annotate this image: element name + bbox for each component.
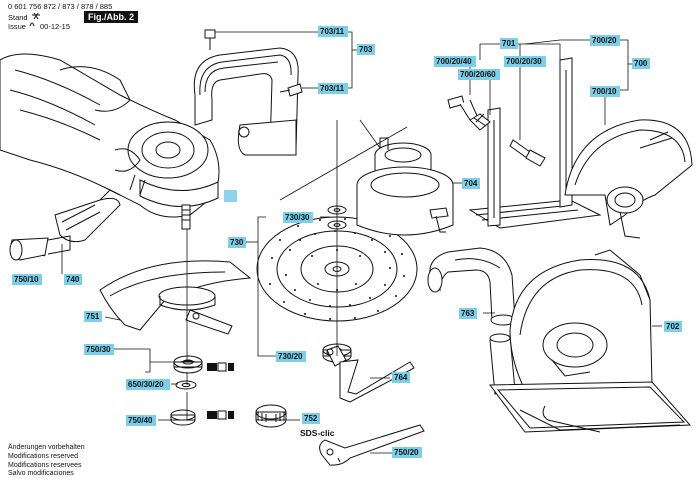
notes: Änderungen vorbehalten Modifications res… [8,444,85,479]
nut-icon-upper [207,362,234,372]
clamp-703 [193,29,303,156]
callout-763: 763 [459,308,477,319]
adapter-704 [356,137,454,236]
svg-text:703/11: 703/11 [320,84,345,93]
callout-650-30-20: 650/30/20 [126,379,170,390]
svg-text:650/30/20: 650/30/20 [128,380,164,389]
svg-text:703: 703 [359,45,373,54]
svg-text:730: 730 [230,238,244,247]
callout-750-40: 750/40 [126,415,156,426]
callout-702: 702 [664,321,682,332]
callout-700: 700 [632,58,650,69]
callout-750-30: 750/30 [84,344,114,355]
callout-701: 701 [500,38,518,49]
highlight-marker [224,190,237,202]
svg-text:730/30: 730/30 [285,213,310,222]
callout-730: 730 [228,237,246,248]
hose-763 [427,247,516,326]
callout-730-20: 730/20 [276,351,306,362]
blade-guard-700-10 [564,119,693,239]
callout-703: 703 [357,44,375,55]
svg-text:750/40: 750/40 [128,416,153,425]
svg-text:700/20/30: 700/20/30 [506,57,542,66]
callout-764: 764 [392,372,410,383]
issue-label: Issue [8,22,26,31]
svg-text:700/20: 700/20 [592,36,617,45]
wing-nut-700-20-40 [447,95,479,121]
callout-700-20-30: 700/20/30 [504,56,546,67]
spanner-750-20 [319,424,425,466]
guide-rail-701 [468,57,602,229]
note-de: Änderungen vorbehalten [8,444,85,451]
washer-650-30-20 [175,380,197,390]
callout-700-20a: 700/20 [590,35,620,46]
flange-750-40 [170,409,196,426]
callout-750-20: 750/20 [392,447,422,458]
callout-704: 704 [462,178,480,189]
svg-text:730/20: 730/20 [278,352,303,361]
stand-label: Stand [8,13,28,22]
screw-700-20-60 [469,113,491,131]
aux-handle-750-10 [9,235,71,261]
guard-751 [99,260,252,335]
svg-text:764: 764 [394,373,408,382]
callout-750-10: 750/10 [12,274,42,285]
callout-700-10: 700/10 [590,86,620,97]
callout-700-20-40: 700/20/40 [434,56,476,67]
callout-700-20-60: 700/20/60 [458,69,500,80]
nut-icon-lower [207,410,234,420]
issue-date: 00-12-15 [40,22,71,31]
note-fr: Modifications reservees [8,461,82,469]
angle-grinder-body [0,53,220,230]
svg-text:700/20/40: 700/20/40 [436,57,472,66]
base-plate-702 [489,381,692,433]
callout-703-11a: 703/11 [318,26,348,37]
svg-text:751: 751 [86,312,100,321]
svg-text:700/10: 700/10 [592,87,617,96]
note-en: Modifications reserved [8,452,79,460]
svg-text:750/30: 750/30 [86,345,111,354]
carriage-702 [489,249,653,395]
callout-703-11b: 703/11 [318,83,348,94]
note-es: Salvo modificaciones [8,470,74,478]
svg-text:763: 763 [461,309,475,318]
part-numbers: 0 601 756 872 / 873 / 878 / 885 [8,2,113,11]
sds-clic-nut-752 [255,404,287,428]
bolt-700-20-30 [509,139,546,167]
callout-740: 740 [64,274,82,285]
spanner-764 [326,345,415,403]
callout-730-30a: 730/30 [283,212,313,223]
sds-clic-label: SDS-clic [300,428,335,438]
svg-text:702: 702 [666,322,680,331]
flange-750-30 [173,355,203,374]
svg-text:750/10: 750/10 [14,275,39,284]
svg-text:752: 752 [304,414,318,423]
svg-text:703/11: 703/11 [320,27,345,36]
callout-751: 751 [84,311,102,322]
figure-tag: Fig./Abb. 2 [84,11,138,23]
stand-symbol [29,12,40,27]
svg-text:704: 704 [464,179,478,188]
svg-text:701: 701 [502,39,516,48]
svg-text:750/20: 750/20 [394,448,419,457]
callout-752: 752 [302,413,320,424]
aux-handle-740 [54,189,121,243]
svg-text:700: 700 [634,59,648,68]
svg-text:740: 740 [66,275,80,284]
svg-text:700/20/60: 700/20/60 [460,70,496,79]
